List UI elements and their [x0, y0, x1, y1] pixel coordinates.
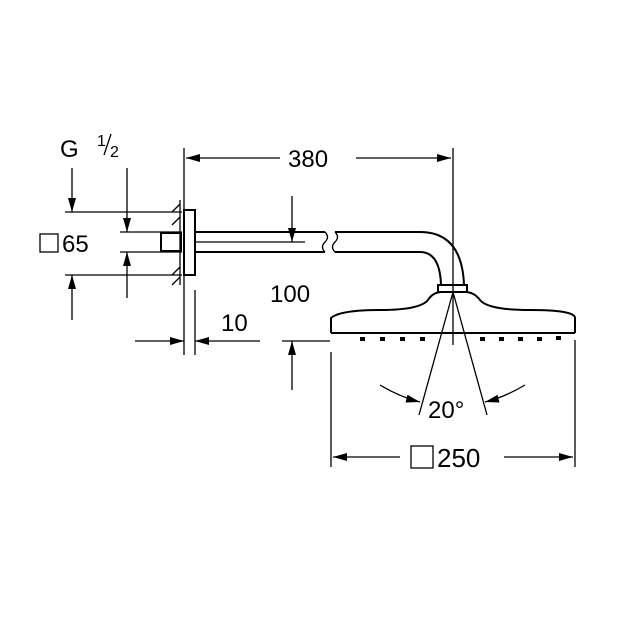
square-dimension-icon	[410, 445, 434, 469]
arm-length-label: 380	[288, 146, 328, 173]
head-size-label: 250	[437, 443, 480, 473]
wall-gap-dimension: 10	[135, 290, 260, 355]
spray-angle-label: 20°	[428, 397, 464, 424]
svg-text:1: 1	[97, 133, 106, 150]
nozzles	[360, 336, 561, 341]
head-size-dimension: 250	[330, 340, 576, 473]
drop-dimension: 100	[270, 196, 330, 390]
drop-label: 100	[270, 281, 310, 308]
flange-size-label: 65	[62, 231, 89, 258]
flange-dimension: 65	[39, 168, 182, 320]
wall-gap-label: 10	[221, 310, 248, 337]
square-dimension-icon	[39, 233, 59, 253]
shower-arm	[195, 231, 465, 286]
spray-angle-dimension: 20°	[379, 291, 526, 424]
wall-mount	[160, 200, 196, 286]
svg-text:G: G	[60, 136, 79, 163]
thread-label: G 1 2	[60, 133, 119, 163]
svg-text:2: 2	[110, 144, 119, 161]
